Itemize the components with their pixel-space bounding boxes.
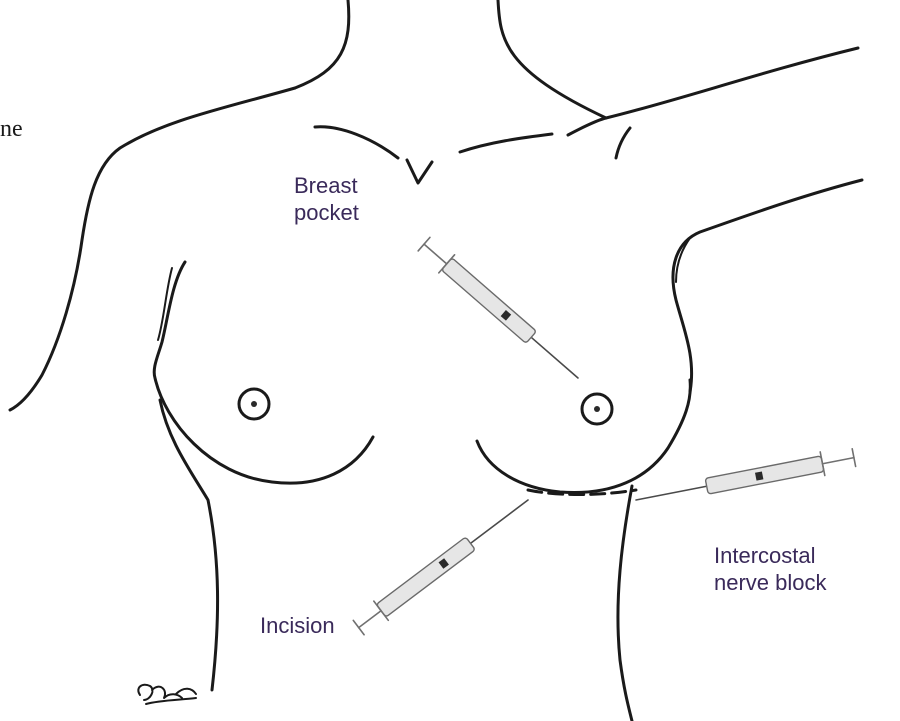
label-breast-pocket-line1: Breast xyxy=(294,172,359,199)
label-intercostal-nerve-block: Intercostal nerve block xyxy=(714,542,827,596)
right-deltoid-line xyxy=(616,128,630,158)
edge-text-fragment: ne xyxy=(0,116,23,143)
right-shoulder-outline xyxy=(606,48,858,118)
intercostal-barrel xyxy=(705,456,824,494)
neck-right-outline xyxy=(498,0,606,118)
right-torso-outline xyxy=(618,486,632,721)
breast-pocket-syringe xyxy=(416,235,586,387)
left-nipple xyxy=(251,401,257,407)
breast-pocket-needle xyxy=(531,337,578,378)
right-breast-outline xyxy=(477,380,690,493)
left-torso-outline xyxy=(160,400,218,690)
right-nipple xyxy=(594,406,600,412)
label-intercostal-line2: nerve block xyxy=(714,569,827,596)
breast-pocket-thumb-rest xyxy=(418,237,430,251)
artist-signature xyxy=(138,685,196,704)
incision-thumb-rest xyxy=(353,620,364,634)
right-collarbone-outer xyxy=(568,118,606,135)
left-shoulder-outline xyxy=(10,88,295,410)
label-breast-pocket: Breast pocket xyxy=(294,172,359,226)
incision-barrel xyxy=(376,537,475,617)
incision-plunger xyxy=(359,611,381,628)
neck-left-outline xyxy=(295,0,349,88)
sternal-notch xyxy=(407,160,432,183)
intercostal-plunger xyxy=(823,458,854,464)
left-breast-outline xyxy=(154,262,373,483)
intercostal-stopper xyxy=(755,471,763,480)
label-intercostal-line1: Intercostal xyxy=(714,542,827,569)
incision-syringe xyxy=(351,490,535,637)
right-arm-outline xyxy=(673,180,862,392)
incision-needle xyxy=(470,500,528,543)
label-breast-pocket-line2: pocket xyxy=(294,199,359,226)
breast-pocket-plunger xyxy=(424,244,447,264)
left-collarbone xyxy=(315,127,398,158)
intercostal-needle xyxy=(636,486,707,500)
right-collarbone xyxy=(460,134,552,152)
breast-pocket-barrel xyxy=(441,258,536,344)
label-incision: Incision xyxy=(260,612,335,639)
intercostal-syringe xyxy=(634,446,857,512)
